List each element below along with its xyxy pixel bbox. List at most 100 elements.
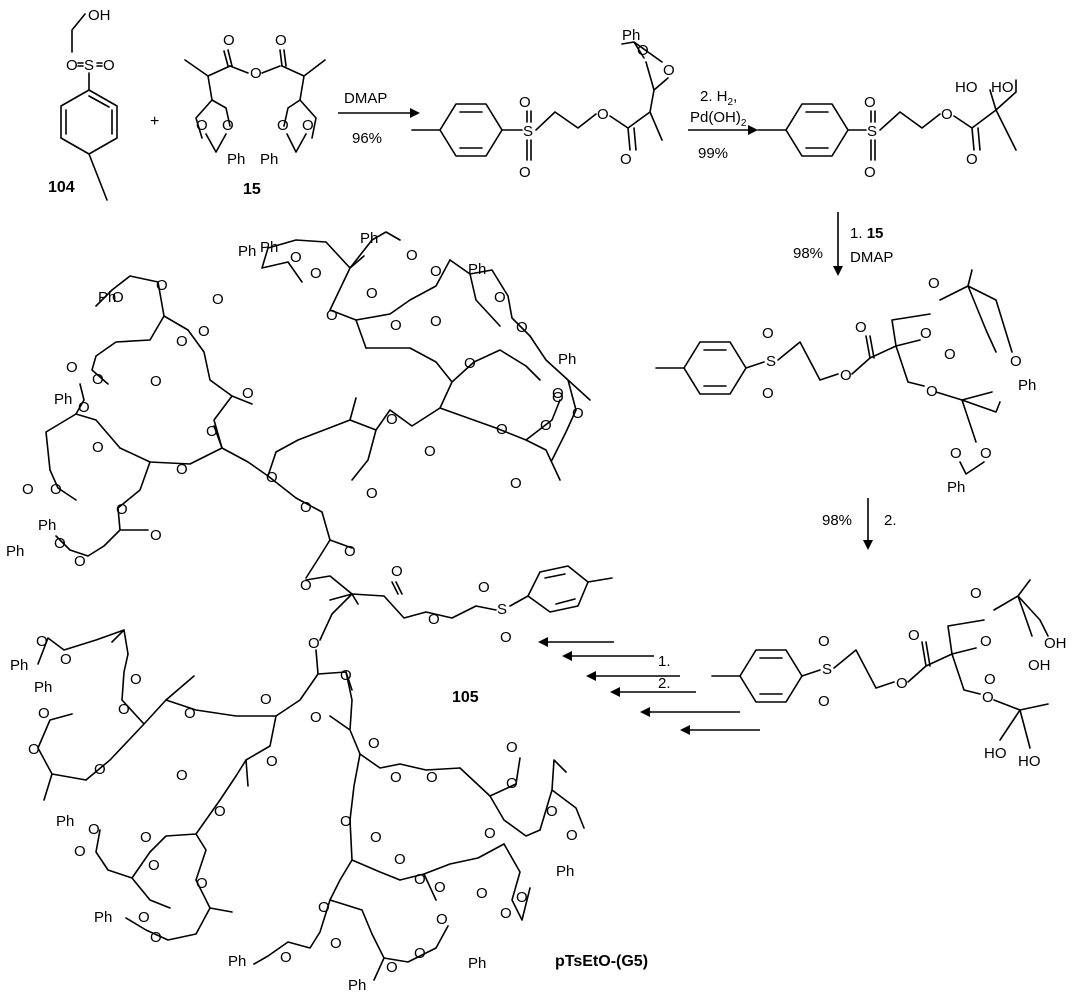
atom-label: Ph: [38, 517, 56, 534]
atom-label: O: [78, 399, 90, 416]
atom-label: Ph: [227, 151, 245, 168]
atom-label: O: [222, 117, 234, 134]
atom-label: O: [150, 929, 162, 946]
atom-label: O: [386, 959, 398, 976]
atom-label: O: [368, 735, 380, 752]
arrow-step-1: DMAP 96%: [338, 90, 420, 147]
intermediate-g2-tetraol: S O O O O O O O OH OH HO HO O: [711, 579, 1067, 770]
reagent-label: Pd(OH)2: [690, 109, 747, 129]
plus-sign: +: [150, 113, 159, 130]
step-label: 2.: [658, 675, 671, 692]
atom-label: Ph: [558, 351, 576, 368]
atom-label: O: [984, 671, 996, 688]
atom-label: Ph: [947, 479, 965, 496]
atom-label: O: [896, 675, 908, 692]
atom-label: Ph: [10, 657, 28, 674]
atom-label: O: [637, 42, 649, 59]
atom-label: OH: [88, 7, 111, 24]
atom-label: O: [310, 265, 322, 282]
atom-label: O: [176, 767, 188, 784]
atom-label: O: [308, 635, 320, 652]
atom-label: O: [266, 753, 278, 770]
atom-label: O: [130, 671, 142, 688]
atom-label: O: [941, 106, 953, 123]
reagent-label: 1. 15: [850, 225, 883, 242]
atom-label: O: [184, 705, 196, 722]
atom-label: O: [223, 32, 235, 49]
atom-label: O: [950, 445, 962, 462]
atom-label: O: [840, 367, 852, 384]
atom-label: O: [414, 945, 426, 962]
atom-label: O: [597, 106, 609, 123]
atom-label: O: [214, 803, 226, 820]
atom-label: O: [38, 705, 50, 722]
atom-label: O: [54, 535, 66, 552]
atom-label: O: [864, 164, 876, 181]
atom-label: O: [28, 741, 40, 758]
atom-label: Ph: [56, 813, 74, 830]
atom-label: O: [242, 385, 254, 402]
atom-label: O: [552, 385, 564, 402]
atom-label: S: [523, 123, 533, 140]
atom-label: O: [138, 909, 150, 926]
atom-label: HO: [991, 79, 1014, 96]
atom-label: O: [944, 346, 956, 363]
atom-label: O: [198, 323, 210, 340]
atom-label: Ph: [6, 543, 24, 560]
atom-label: O: [74, 553, 86, 570]
atom-label: O: [340, 667, 352, 684]
atom-label: O: [74, 843, 86, 860]
arrow-step-3: 1. 15 DMAP 98%: [793, 212, 893, 276]
atom-label: O: [300, 577, 312, 594]
atom-label: O: [266, 469, 278, 486]
compound-label-g5: pTsEtO-(G5): [555, 953, 648, 970]
atom-label: O: [330, 935, 342, 952]
atom-label: O: [275, 32, 287, 49]
atom-label: O: [516, 889, 528, 906]
atom-label: O: [464, 355, 476, 372]
intermediate-diol: S O O O O HO HO: [757, 79, 1017, 181]
atom-label: O: [926, 383, 938, 400]
reagent-label: DMAP: [850, 249, 893, 266]
atom-label: O: [366, 285, 378, 302]
atom-label: O: [92, 439, 104, 456]
atom-label: Ph: [348, 977, 366, 994]
atom-label: O: [176, 333, 188, 350]
atom-label: O: [966, 151, 978, 168]
atom-label: O: [500, 905, 512, 922]
atom-label: O: [386, 411, 398, 428]
atom-label: O: [118, 701, 130, 718]
atom-label: O: [426, 769, 438, 786]
atom-label: HO: [955, 79, 978, 96]
atom-label: O: [260, 691, 272, 708]
atom-label: O: [140, 829, 152, 846]
atom-label: Ph: [94, 909, 112, 926]
intermediate-acetal-ester: S O O O O O O Ph: [411, 27, 675, 181]
atom-label: Ph: [468, 261, 486, 278]
atom-label: O: [370, 829, 382, 846]
atom-label: O: [516, 319, 528, 336]
atom-label: O: [366, 485, 378, 502]
atom-label: O: [50, 481, 62, 498]
atom-label: O: [424, 443, 436, 460]
atom-label: S: [822, 661, 832, 678]
atom-label: Ph: [1018, 377, 1036, 394]
atom-label: O: [112, 289, 124, 306]
atom-label: O: [326, 307, 338, 324]
yield-label: 98%: [822, 512, 852, 529]
reagent-label: 2. H2,: [700, 88, 737, 108]
yield-label: 98%: [793, 245, 823, 262]
atom-label: HO: [984, 745, 1007, 762]
reagent-label: DMAP: [344, 90, 387, 107]
atom-label: O: [484, 825, 496, 842]
atom-label: S: [84, 57, 94, 74]
atom-label: O: [506, 775, 518, 792]
atom-label: O: [818, 693, 830, 710]
atom-label: O: [344, 543, 356, 560]
compound-label-104: 104: [48, 179, 75, 196]
atom-label: Ph: [228, 953, 246, 970]
atom-label: Ph: [260, 151, 278, 168]
compound-label-105: 105: [452, 689, 479, 706]
atom-label: O: [150, 527, 162, 544]
